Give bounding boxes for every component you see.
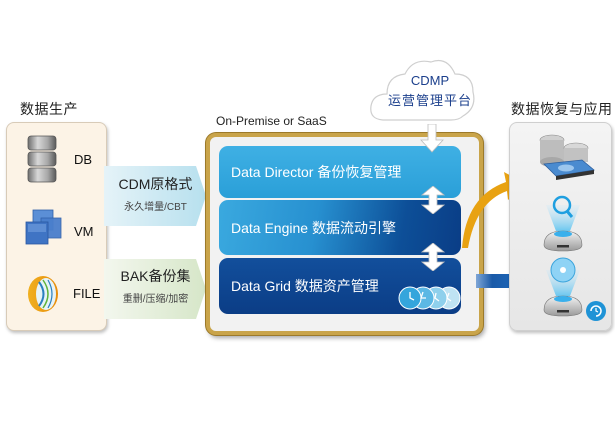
bak-ribbon-title: BAK备份集 — [120, 268, 191, 284]
cdm-ribbon-title: CDM原格式 — [118, 176, 193, 192]
file-icon — [28, 276, 58, 312]
cloud-to-director-arrow-icon — [420, 124, 444, 153]
layer-data-grid-label: Data Grid 数据资产管理 — [231, 278, 379, 294]
layer-data-director-label: Data Director 备份恢复管理 — [231, 164, 402, 180]
data-recovery-title: 数据恢复与应用 — [511, 101, 613, 117]
source-label-db: DB — [74, 152, 93, 167]
cdm-ribbon-subtitle: 永久增量/CBT — [124, 202, 187, 213]
cloud-icon — [370, 59, 475, 121]
data-production-title: 数据生产 — [20, 101, 78, 117]
snapshot-clocks-icon — [398, 286, 461, 310]
layer-data-engine-label: Data Engine 数据流动引擎 — [231, 219, 396, 236]
cdmp-subtitle: 运营管理平台 — [387, 93, 472, 108]
search-projector-icon — [543, 195, 583, 252]
restore-cycle-icon — [586, 301, 606, 321]
cdmp-label: CDMP — [410, 73, 450, 88]
database-icon — [27, 135, 57, 183]
layer-data-director: Data Director 备份恢复管理 — [219, 146, 461, 198]
bak-ribbon-subtitle: 重删/压缩/加密 — [122, 294, 189, 305]
layer-data-engine: Data Engine 数据流动引擎 — [219, 200, 461, 255]
deployment-caption: On-Premise or SaaS — [216, 114, 327, 128]
bak-ribbon: BAK备份集 重删/压缩/加密 — [107, 266, 204, 324]
source-label-file: FILE — [73, 286, 101, 301]
bak-ribbon-arrow — [104, 259, 206, 319]
disc-projector-icon — [543, 257, 583, 317]
engine-grid-double-arrow-icon — [420, 243, 446, 271]
virtual-machine-icon — [25, 209, 62, 245]
cdm-ribbon: CDM原格式 永久增量/CBT — [107, 174, 204, 232]
database-disk-icon — [539, 134, 595, 180]
cdm-ribbon-arrow — [104, 166, 206, 226]
director-engine-double-arrow-icon — [420, 186, 446, 214]
source-label-vm: VM — [74, 224, 94, 239]
